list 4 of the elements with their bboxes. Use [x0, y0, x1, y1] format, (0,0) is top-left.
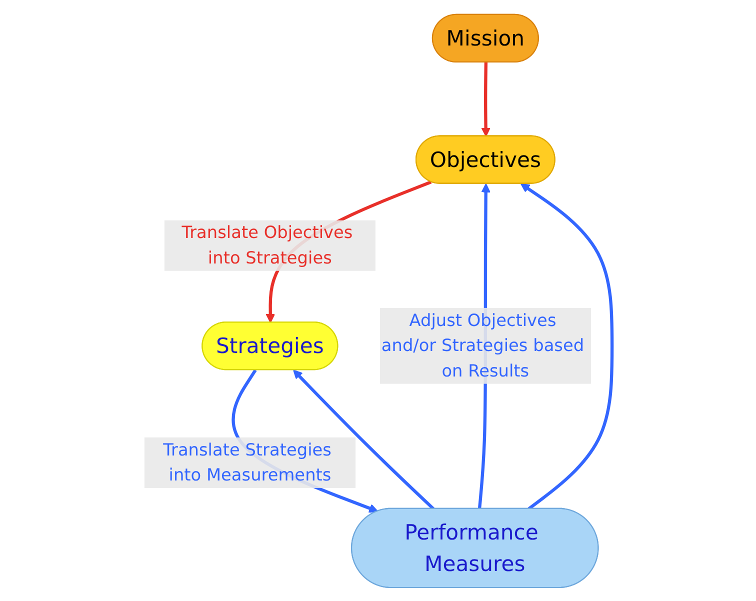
edge-label: Adjust Objectives and/or Strategies based on Results [381, 309, 584, 380]
edge-label: Translate Strategies into Measurements [162, 438, 332, 484]
arrow [480, 62, 490, 136]
edge-label: Translate Objectives into Strategies [182, 222, 352, 268]
